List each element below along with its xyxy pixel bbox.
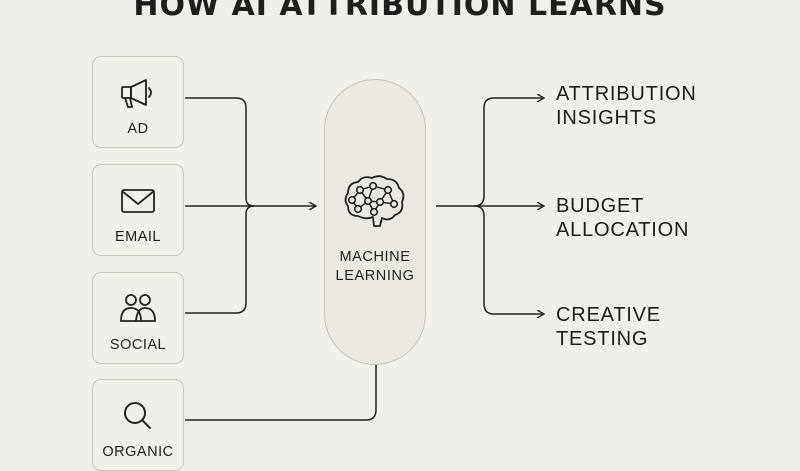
hub-label-line2: LEARNING [335, 268, 415, 284]
output-line: ALLOCATION [556, 219, 690, 241]
source-card-ad: AD [92, 56, 184, 148]
connector-to-attribution [473, 98, 543, 207]
output-creative-testing: CREATIVE TESTING [556, 303, 661, 351]
connector-social [185, 205, 255, 314]
source-label-organic: ORGANIC [102, 444, 174, 460]
source-label-ad: AD [127, 121, 149, 137]
hub-label: MACHINE LEARNING [325, 248, 425, 286]
envelope-icon [93, 183, 183, 219]
output-attribution-insights: ATTRIBUTION INSIGHTS [556, 82, 697, 130]
users-icon [93, 291, 183, 327]
connector-ad [185, 97, 255, 207]
source-label-social: SOCIAL [109, 337, 167, 353]
connector-organic [185, 365, 377, 421]
brain-network-icon [344, 175, 405, 227]
output-line: INSIGHTS [556, 107, 657, 129]
magnifier-icon [93, 398, 183, 434]
output-line: ATTRIBUTION [556, 83, 697, 105]
output-line: CREATIVE [556, 304, 661, 326]
diagram: HOW AI ATTRIBUTION LEARNS [92, 0, 800, 471]
connector-lines [185, 0, 800, 421]
source-card-social: SOCIAL [92, 272, 184, 364]
diagram-title: HOW AI ATTRIBUTION LEARNS [133, 0, 667, 23]
source-card-organic: ORGANIC [92, 379, 184, 471]
hub-label-line1: MACHINE [339, 249, 411, 265]
machine-learning-hub: MACHINE LEARNING [324, 79, 426, 365]
output-line: BUDGET [556, 195, 645, 217]
output-line: TESTING [556, 328, 649, 350]
connector-to-creative [473, 205, 543, 314]
source-card-email: EMAIL [92, 164, 184, 256]
source-label-email: EMAIL [114, 229, 161, 245]
output-budget-allocation: BUDGET ALLOCATION [556, 194, 689, 242]
megaphone-icon [93, 75, 183, 111]
